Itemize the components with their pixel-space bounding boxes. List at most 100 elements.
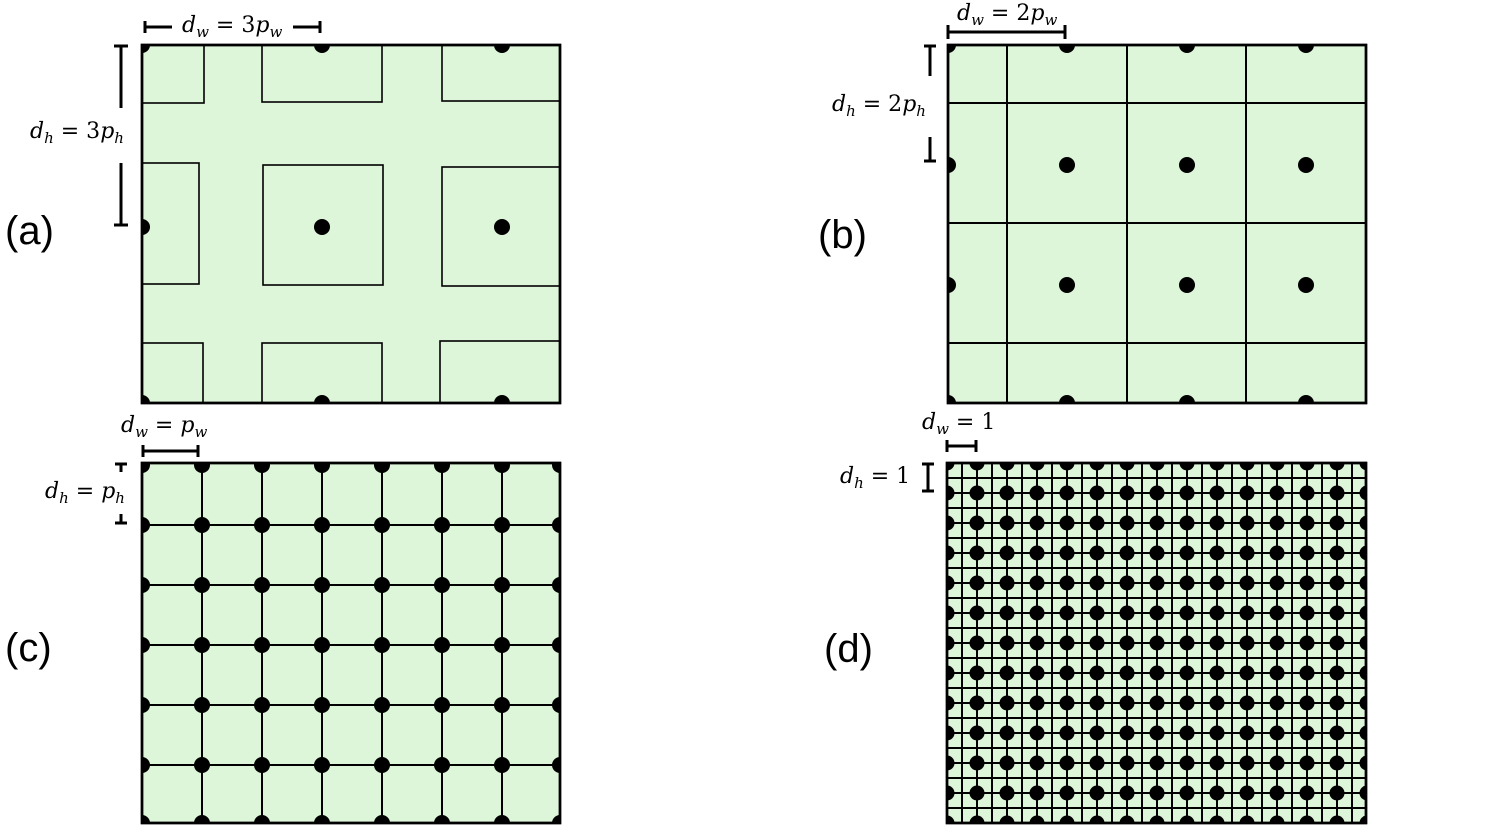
panel-b-dot bbox=[1298, 277, 1314, 293]
panel-d-dot bbox=[947, 635, 955, 651]
panel-d-dot bbox=[947, 463, 955, 471]
panel-b: (b) dw = 2pw dh = 2ph bbox=[818, 1, 1368, 405]
panel-d-dot bbox=[1059, 575, 1075, 591]
panel-c-dot bbox=[552, 697, 560, 713]
panel-b-frame bbox=[946, 43, 1368, 405]
panel-c-dot bbox=[494, 637, 510, 653]
panel-d-dot bbox=[1059, 665, 1075, 681]
panel-a-dot bbox=[494, 45, 510, 53]
panel-a-dot bbox=[142, 219, 150, 235]
panel-d-dot bbox=[1329, 515, 1345, 531]
panel-d-dot bbox=[1359, 463, 1366, 471]
panel-d-dot bbox=[1239, 463, 1255, 471]
panel-d-dot bbox=[1119, 575, 1135, 591]
panel-c-dot bbox=[434, 637, 450, 653]
panel-d-dot bbox=[999, 725, 1015, 741]
panel-d-dot bbox=[1029, 815, 1045, 823]
panel-d-dot bbox=[1269, 755, 1285, 771]
panel-c-dot bbox=[374, 757, 390, 773]
panel-label-b: (b) bbox=[818, 213, 867, 257]
panel-c-dot bbox=[142, 637, 150, 653]
panel-d-dot bbox=[1149, 463, 1165, 471]
panel-d-dot bbox=[1119, 815, 1135, 823]
panel-c-dot bbox=[552, 637, 560, 653]
panel-d-dot bbox=[1089, 485, 1105, 501]
panel-d-dot bbox=[1029, 755, 1045, 771]
panel-d-dot bbox=[947, 575, 955, 591]
panel-b-dot bbox=[1298, 45, 1314, 53]
panel-d-dot bbox=[1179, 665, 1195, 681]
panel-c-dot bbox=[254, 757, 270, 773]
panel-a-dot bbox=[142, 45, 150, 53]
panel-d-dot bbox=[1269, 635, 1285, 651]
panel-d-dot bbox=[969, 755, 985, 771]
panel-d-dot bbox=[1179, 485, 1195, 501]
panel-d-dot bbox=[1299, 815, 1315, 823]
panel-d-dot bbox=[1119, 485, 1135, 501]
panel-a-dot bbox=[314, 45, 330, 53]
panel-d-dot bbox=[1029, 725, 1045, 741]
panel-c-background bbox=[140, 461, 562, 825]
panel-d-dot bbox=[1209, 785, 1225, 801]
panel-c-dot bbox=[434, 757, 450, 773]
panel-d-dot bbox=[1029, 463, 1045, 471]
panel-c-dot bbox=[314, 815, 330, 823]
panel-d-dot bbox=[1329, 635, 1345, 651]
panel-c-dot bbox=[434, 517, 450, 533]
panel-b-dot bbox=[1179, 277, 1195, 293]
panel-d-dot bbox=[1239, 725, 1255, 741]
panel-b-dot bbox=[1298, 395, 1314, 403]
panel-d-dot bbox=[1269, 485, 1285, 501]
panel-c-dot bbox=[142, 517, 150, 533]
panel-d-dot bbox=[999, 635, 1015, 651]
panel-c-dot bbox=[374, 577, 390, 593]
panel-d-dot bbox=[1269, 545, 1285, 561]
panel-a-dot bbox=[314, 219, 330, 235]
panel-a-dot bbox=[494, 219, 510, 235]
panel-d-dot bbox=[1179, 575, 1195, 591]
panel-d-dot bbox=[1029, 695, 1045, 711]
panel-d-dot bbox=[1059, 755, 1075, 771]
panel-d-grid bbox=[945, 461, 1368, 825]
panel-d-dot bbox=[947, 785, 955, 801]
panel-d-dot bbox=[1239, 545, 1255, 561]
panel-d-dot bbox=[1179, 515, 1195, 531]
panel-c-dot bbox=[254, 815, 270, 823]
panel-d-dot bbox=[1209, 635, 1225, 651]
panel-d-dot bbox=[999, 515, 1015, 531]
panel-d-dot bbox=[969, 575, 985, 591]
panel-c-dot bbox=[142, 577, 150, 593]
panel-a-dh-label: dh = 3ph bbox=[30, 119, 124, 147]
panel-a-frame bbox=[140, 43, 562, 405]
panel-b-dot bbox=[1059, 395, 1075, 403]
panel-d-dot bbox=[1089, 665, 1105, 681]
panel-c-dot bbox=[254, 697, 270, 713]
panel-d-dot bbox=[969, 665, 985, 681]
panel-d-dot bbox=[969, 605, 985, 621]
panel-d-dot bbox=[1239, 755, 1255, 771]
panel-b-dot bbox=[948, 395, 956, 403]
panel-a: (a) dw = 3pw dh = 3ph bbox=[5, 13, 562, 405]
panel-d-dot bbox=[1269, 665, 1285, 681]
panel-d-frame bbox=[945, 461, 1368, 825]
panel-d-dot bbox=[1089, 545, 1105, 561]
panel-d-dot bbox=[1089, 695, 1105, 711]
panel-d-dot bbox=[969, 815, 985, 823]
panel-c-dot bbox=[314, 637, 330, 653]
panel-d-dot bbox=[1359, 695, 1366, 711]
panel-d-dot bbox=[999, 575, 1015, 591]
panel-c-dot bbox=[194, 463, 210, 473]
panel-d-dot bbox=[1269, 785, 1285, 801]
panel-a-dh-annotation: dh = 3ph bbox=[30, 44, 128, 227]
panel-c-dot bbox=[374, 463, 390, 473]
panel-c-dot bbox=[494, 757, 510, 773]
panel-d-dot bbox=[1299, 785, 1315, 801]
panel-c-dot bbox=[142, 697, 150, 713]
panel-a-cell bbox=[142, 342, 204, 403]
panel-a-cell bbox=[441, 166, 560, 287]
panel-b-dot bbox=[1059, 277, 1075, 293]
panel-c-dot bbox=[194, 757, 210, 773]
panel-c-dot bbox=[314, 757, 330, 773]
panel-d-dot bbox=[1209, 665, 1225, 681]
panel-d-dot bbox=[999, 605, 1015, 621]
